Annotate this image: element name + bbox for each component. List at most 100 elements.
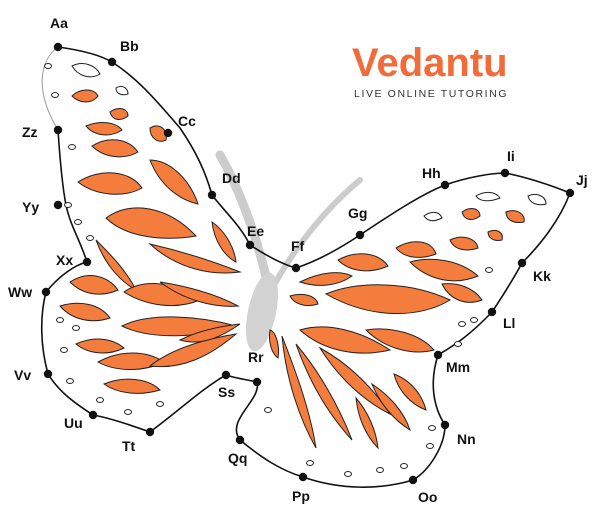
wing-spot [264, 407, 272, 413]
wing-spot [51, 92, 59, 98]
right-forewing-tip [437, 192, 571, 356]
wing-spot [96, 397, 104, 403]
dot-label: Ll [503, 315, 515, 331]
dot-point-ee: Ee [245, 223, 264, 250]
dot-point-qq: Qq [228, 435, 247, 466]
wing-patch [102, 378, 161, 394]
dot-marker [53, 125, 63, 135]
wing-patterns [59, 89, 525, 450]
hindwing-inner-edge [225, 374, 258, 383]
wing-spots [44, 63, 547, 477]
wing-spot [72, 325, 80, 331]
dot-label: Cc [178, 113, 196, 129]
wing-patch [295, 343, 353, 441]
dot-label: Ee [247, 223, 264, 239]
wing-patch [269, 329, 279, 359]
dot-marker [408, 475, 418, 485]
dot-point-ff: Ff [291, 238, 305, 273]
dot-label: Nn [457, 431, 476, 447]
wing-patch [487, 229, 503, 241]
wing-patch [370, 382, 411, 432]
dot-marker [221, 370, 231, 380]
wing-patch [364, 328, 435, 353]
dot-label: Oo [418, 489, 437, 505]
dot-point-hh: Hh [422, 165, 450, 190]
wing-patch [211, 220, 237, 263]
wing-patch [505, 210, 525, 223]
wing-spot [60, 347, 68, 353]
wing-patch [71, 89, 99, 103]
dot-marker [41, 287, 51, 297]
dot-label: Uu [64, 415, 83, 431]
left-antenna [215, 150, 273, 290]
dot-point-bb: Bb [107, 38, 139, 67]
dot-point-ww: Ww [8, 284, 51, 300]
wing-patch [105, 207, 198, 239]
dot-point-zz: Zz [22, 124, 63, 140]
dot-point-tt: Tt [122, 427, 155, 454]
dot-marker [252, 377, 262, 387]
wing-patch [324, 284, 452, 314]
dot-marker [163, 128, 173, 138]
dot-marker [53, 200, 63, 210]
dot-label: Ff [291, 238, 305, 254]
dot-marker [145, 427, 155, 437]
dot-point-jj: Jj [565, 172, 588, 198]
dot-point-kk: Kk [517, 258, 551, 284]
wing-spot [44, 63, 52, 69]
wing-patch [96, 352, 165, 370]
dot-label: Kk [533, 268, 551, 284]
wing-spot [156, 401, 164, 407]
wing-cell [527, 193, 547, 206]
dot-marker [235, 435, 245, 445]
wing-patch [289, 293, 319, 307]
dot-label: Ss [218, 384, 235, 400]
dot-label: Jj [576, 172, 588, 188]
left-forewing-faint-edge [41, 46, 59, 131]
dot-label: Bb [120, 38, 139, 54]
dot-point-cc: Cc [163, 113, 196, 138]
wing-spot [400, 463, 408, 469]
dot-point-gg: Gg [348, 205, 367, 240]
dot-point-xx: Xx [56, 252, 92, 268]
wing-patch [59, 302, 111, 322]
logo-wordmark: Vedantu [352, 41, 508, 85]
wing-cell [115, 85, 129, 96]
wing-spot [68, 144, 76, 150]
dot-label: Rr [248, 349, 264, 365]
wing-patch [441, 283, 483, 303]
wing-spot [66, 378, 74, 384]
wing-patch [148, 333, 238, 368]
wing-spot [64, 202, 72, 208]
dot-point-ss: Ss [218, 370, 235, 400]
wing-patch [91, 139, 139, 158]
dot-marker [500, 168, 510, 178]
wing-spot [485, 267, 493, 273]
wing-patch [149, 159, 199, 205]
wing-patch [281, 335, 317, 449]
dot-point-yy: Yy [22, 199, 63, 215]
dot-marker [565, 188, 575, 198]
dot-marker [355, 230, 365, 240]
wing-spot [454, 341, 462, 347]
wing-patch [395, 241, 437, 258]
logo-tagline: LIVE ONLINE TUTORING [354, 88, 508, 100]
dot-point-mm: Mm [433, 350, 470, 375]
wing-spot [344, 471, 352, 477]
dot-label: Dd [222, 170, 241, 186]
dot-point-pp: Pp [292, 472, 310, 504]
dot-marker [440, 180, 450, 190]
dot-label: Aa [50, 15, 68, 31]
dot-marker [82, 257, 92, 267]
wing-spot [470, 317, 478, 323]
dot-marker [43, 369, 53, 379]
dot-point-vv: Vv [14, 367, 53, 383]
wing-patch [149, 125, 167, 142]
dot-label: Tt [122, 438, 136, 454]
wing-patch [393, 373, 427, 411]
wing-patch [69, 275, 119, 295]
wing-cell [475, 191, 501, 202]
wing-spot [306, 460, 314, 466]
dot-point-ii: Ii [500, 148, 515, 178]
dot-label: Xx [56, 252, 73, 268]
